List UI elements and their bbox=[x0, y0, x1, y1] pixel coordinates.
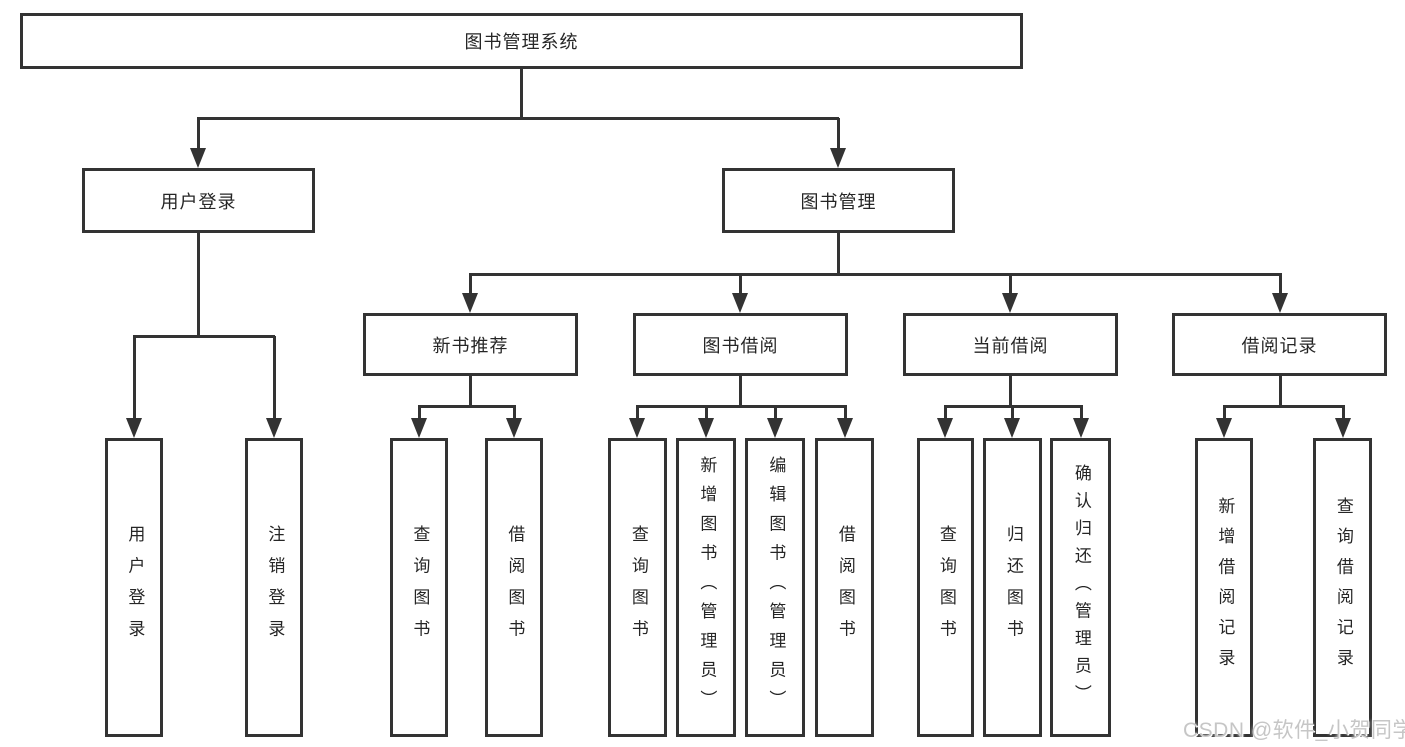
arrowhead-down-icon bbox=[506, 418, 522, 438]
arrowhead-down-icon bbox=[1002, 293, 1018, 313]
leaf-current-return-books: 归还图书 bbox=[983, 438, 1042, 737]
node-new-book-recommend: 新书推荐 bbox=[363, 313, 578, 376]
node-borrow-records-label: 借阅记录 bbox=[1241, 335, 1318, 356]
connector-line-horizontal bbox=[944, 405, 1082, 408]
leaf-recommend-borrow-books-label: 借阅图书 bbox=[505, 524, 525, 651]
connector-line-vertical bbox=[469, 376, 472, 407]
arrowhead-down-icon bbox=[266, 418, 282, 438]
connector-line-horizontal bbox=[636, 405, 846, 408]
leaf-recommend-query-books: 查询图书 bbox=[390, 438, 448, 737]
connector-line-horizontal bbox=[418, 405, 515, 408]
arrowhead-down-icon bbox=[937, 418, 953, 438]
leaf-user-login-action: 用户登录 bbox=[105, 438, 163, 737]
connector-line-vertical bbox=[774, 405, 777, 420]
leaf-borrow-query-books-label: 查询图书 bbox=[628, 524, 648, 651]
connector-line-vertical bbox=[1009, 273, 1012, 295]
leaf-recommend-borrow-books: 借阅图书 bbox=[485, 438, 543, 737]
connector-line-vertical bbox=[133, 336, 136, 420]
connector-line-horizontal bbox=[1223, 405, 1344, 408]
arrowhead-down-icon bbox=[629, 418, 645, 438]
leaf-borrow-add-books-admin: 新增图书（管理员） bbox=[676, 438, 736, 737]
connector-line-vertical bbox=[418, 405, 421, 420]
node-book-management-label: 图书管理 bbox=[800, 191, 877, 212]
leaf-borrow-add-books-admin-label: 新增图书（管理员） bbox=[697, 455, 717, 720]
leaf-records-add-record-label: 新增借阅记录 bbox=[1215, 496, 1235, 679]
leaf-current-confirm-return-admin: 确认归还（管理员） bbox=[1050, 438, 1111, 737]
connector-line-vertical bbox=[636, 405, 639, 420]
connector-line-vertical bbox=[1279, 273, 1282, 295]
connector-line-horizontal bbox=[469, 273, 1281, 276]
leaf-borrow-query-books: 查询图书 bbox=[608, 438, 667, 737]
arrowhead-down-icon bbox=[462, 293, 478, 313]
connector-line-vertical bbox=[1279, 376, 1282, 407]
csdn-watermark: CSDN @软件_小贺同学 bbox=[1183, 719, 1405, 742]
node-user-login-label: 用户登录 bbox=[160, 191, 237, 212]
arrowhead-down-icon bbox=[732, 293, 748, 313]
arrowhead-down-icon bbox=[698, 418, 714, 438]
node-root-label: 图书管理系统 bbox=[464, 32, 579, 52]
leaf-borrow-edit-books-admin: 编辑图书（管理员） bbox=[745, 438, 805, 737]
connector-line-vertical bbox=[1009, 376, 1012, 407]
connector-line-vertical bbox=[739, 376, 742, 407]
arrowhead-down-icon bbox=[830, 148, 846, 168]
leaf-current-return-books-label: 归还图书 bbox=[1003, 524, 1023, 651]
leaf-records-query-record: 查询借阅记录 bbox=[1313, 438, 1372, 737]
connector-line-vertical bbox=[1011, 405, 1014, 420]
connector-line-vertical bbox=[520, 69, 523, 118]
node-borrow-records: 借阅记录 bbox=[1172, 313, 1387, 376]
arrowhead-down-icon bbox=[1073, 418, 1089, 438]
connector-line-vertical bbox=[1080, 405, 1083, 420]
connector-line-vertical bbox=[1223, 405, 1226, 420]
connector-line-vertical bbox=[273, 336, 276, 420]
node-current-borrow-label: 当前借阅 bbox=[972, 335, 1049, 356]
node-root: 图书管理系统 bbox=[20, 13, 1023, 69]
connector-line-vertical bbox=[739, 273, 742, 295]
node-current-borrow: 当前借阅 bbox=[903, 313, 1118, 376]
leaf-user-login-action-label: 用户登录 bbox=[125, 524, 145, 651]
arrowhead-down-icon bbox=[1335, 418, 1351, 438]
arrowhead-down-icon bbox=[126, 418, 142, 438]
leaf-logout-action-label: 注销登录 bbox=[265, 524, 285, 651]
leaf-records-query-record-label: 查询借阅记录 bbox=[1333, 496, 1353, 679]
connector-line-horizontal bbox=[133, 335, 275, 338]
leaf-current-confirm-return-admin-label: 确认归还（管理员） bbox=[1071, 463, 1091, 712]
connector-line-horizontal bbox=[197, 117, 839, 120]
connector-line-vertical bbox=[513, 405, 516, 420]
connector-line-vertical bbox=[944, 405, 947, 420]
leaf-recommend-query-books-label: 查询图书 bbox=[410, 524, 430, 651]
leaf-current-query-books-label: 查询图书 bbox=[936, 524, 956, 651]
connector-line-vertical bbox=[837, 233, 840, 275]
arrowhead-down-icon bbox=[1216, 418, 1232, 438]
connector-line-vertical bbox=[469, 273, 472, 295]
node-book-borrow: 图书借阅 bbox=[633, 313, 848, 376]
leaf-borrow-edit-books-admin-label: 编辑图书（管理员） bbox=[766, 455, 786, 720]
arrowhead-down-icon bbox=[411, 418, 427, 438]
connector-line-vertical bbox=[844, 405, 847, 420]
node-book-management: 图书管理 bbox=[722, 168, 955, 233]
leaf-logout-action: 注销登录 bbox=[245, 438, 303, 737]
node-new-book-recommend-label: 新书推荐 bbox=[432, 335, 509, 356]
arrowhead-down-icon bbox=[1272, 293, 1288, 313]
leaf-records-add-record: 新增借阅记录 bbox=[1195, 438, 1253, 737]
leaf-borrow-borrow-books-label: 借阅图书 bbox=[835, 524, 855, 651]
connector-line-vertical bbox=[1342, 405, 1345, 420]
leaf-borrow-borrow-books: 借阅图书 bbox=[815, 438, 874, 737]
node-user-login: 用户登录 bbox=[82, 168, 315, 233]
arrowhead-down-icon bbox=[190, 148, 206, 168]
node-book-borrow-label: 图书借阅 bbox=[702, 335, 779, 356]
connector-line-vertical bbox=[837, 118, 840, 150]
arrowhead-down-icon bbox=[767, 418, 783, 438]
arrowhead-down-icon bbox=[837, 418, 853, 438]
arrowhead-down-icon bbox=[1004, 418, 1020, 438]
leaf-current-query-books: 查询图书 bbox=[917, 438, 974, 737]
connector-line-vertical bbox=[197, 118, 200, 150]
connector-line-vertical bbox=[705, 405, 708, 420]
connector-line-vertical bbox=[197, 233, 200, 337]
